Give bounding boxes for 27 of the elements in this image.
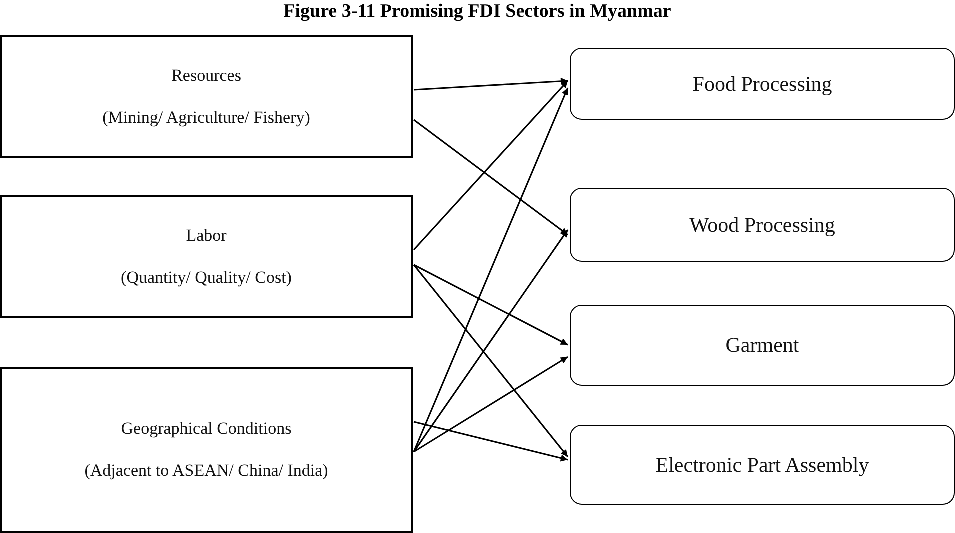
arrow <box>414 78 568 91</box>
factor-box <box>0 35 413 158</box>
box-heading: Resources <box>172 66 242 86</box>
box-detail: (Mining/ Agriculture/ Fishery) <box>102 108 310 128</box>
arrow <box>414 356 568 453</box>
arrow <box>413 80 569 251</box>
factor-box <box>0 195 413 318</box>
arrow <box>413 230 569 452</box>
arrow <box>413 88 569 452</box>
sector-box <box>570 305 955 386</box>
sector-box <box>570 425 955 505</box>
sector-box <box>570 188 955 262</box>
box-heading: Food Processing <box>692 72 832 96</box>
figure-title: Figure 3-11 Promising FDI Sectors in Myanmar <box>282 1 672 23</box>
box-heading: Electronic Part Assembly <box>656 452 870 478</box>
arrow <box>414 264 568 346</box>
factor-box <box>0 367 413 533</box>
arrow <box>413 264 569 458</box>
box-heading: Garment <box>726 333 800 358</box>
arrow <box>414 421 568 462</box>
box-detail: (Quantity/ Quality/ Cost) <box>121 268 292 288</box>
sector-box <box>570 48 955 120</box>
arrow <box>414 119 568 236</box>
box-heading: Geographical Conditions <box>121 419 292 439</box>
box-detail: (Adjacent to ASEAN/ China/ India) <box>84 461 328 481</box>
box-heading: Wood Processing <box>690 212 836 238</box>
box-heading: Labor <box>186 226 227 246</box>
